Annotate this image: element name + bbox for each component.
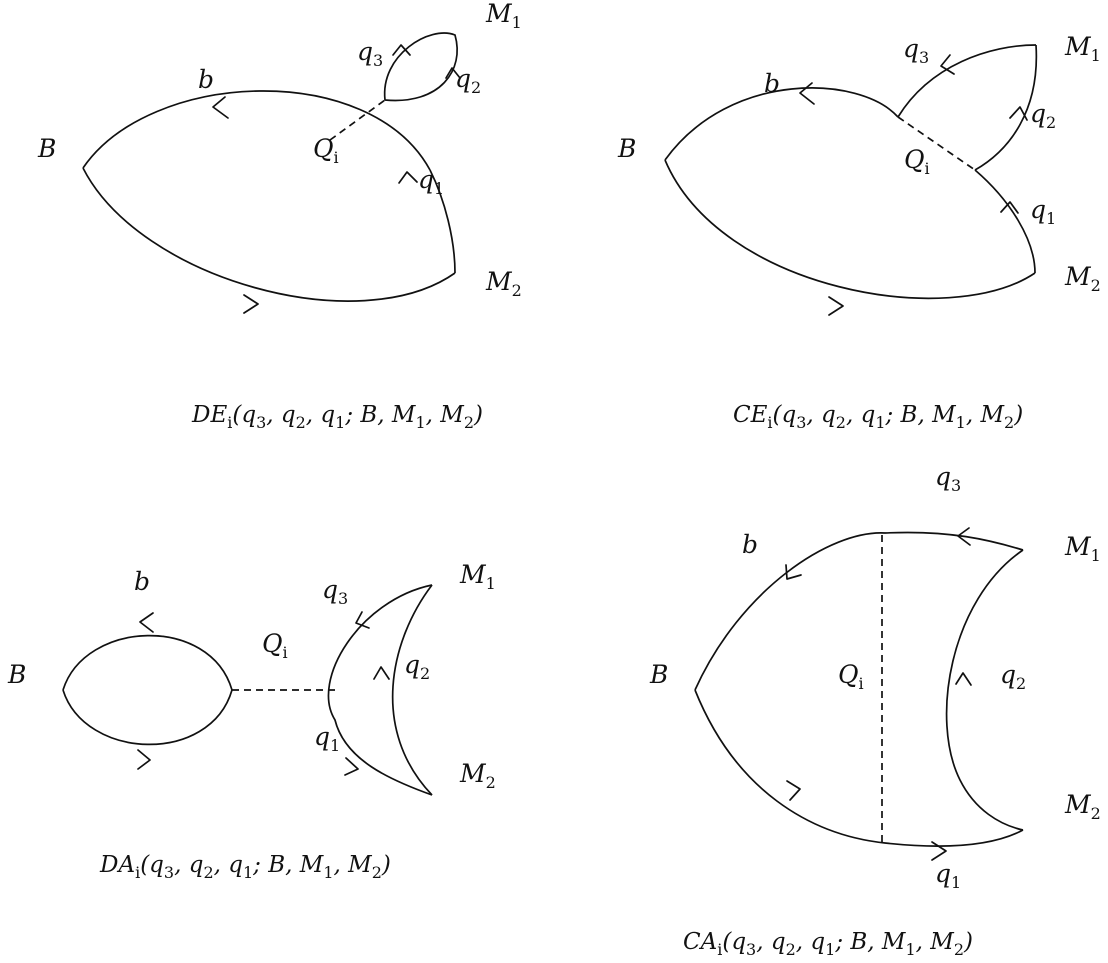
ca-label-q3: q3 — [935, 462, 961, 495]
ca-label-M1: M1 — [1064, 532, 1101, 565]
da-upper-b-line — [62, 634, 233, 691]
ca-label-Qi: Qi — [838, 660, 864, 693]
ce-b-arrow — [799, 82, 815, 105]
panel-ce: B b q3 M1 q2 Qi q1 M2 CEi(q3, q2, q1; B,… — [617, 32, 1101, 432]
de-label-B: B — [37, 134, 56, 163]
ca-label-b: b — [742, 530, 758, 559]
da-lower-arrow — [137, 749, 151, 770]
ce-q1-arrow — [1000, 201, 1019, 214]
de-label-b: b — [198, 65, 214, 94]
ce-label-b: b — [764, 69, 780, 98]
ce-label-Qi: Qi — [904, 145, 930, 178]
ce-label-M1: M1 — [1064, 32, 1101, 65]
ce-label-M2: M2 — [1064, 262, 1101, 295]
ce-q3-line — [897, 44, 1037, 118]
de-q1-arrow — [398, 171, 418, 184]
de-label-Qi: Qi — [313, 134, 339, 167]
ce-qi-dashed-line — [897, 116, 976, 171]
ca-caption: CAi(q3, q2, q1; B, M1, M2) — [683, 929, 973, 959]
de-label-q3: q3 — [357, 37, 383, 70]
ce-lower-line — [664, 159, 1036, 300]
ce-lower-arrow — [828, 296, 844, 316]
da-label-Qi: Qi — [262, 629, 288, 662]
de-right-q1-line — [429, 169, 456, 274]
da-q1-arrow — [344, 757, 359, 776]
de-b-arrow — [212, 96, 229, 119]
de-q2-arrow — [445, 67, 461, 79]
ce-label-q1: q1 — [1030, 195, 1056, 228]
panel-de: B b q3 q2 M1 Qi q1 M2 DEi(q3, q2, q1; B,… — [37, 0, 522, 432]
ce-q2-line — [974, 44, 1038, 171]
de-qi-dashed-line — [329, 99, 386, 141]
da-label-q2: q2 — [404, 650, 430, 683]
de-small-loop — [383, 32, 458, 102]
de-q3-arrow — [392, 44, 411, 56]
de-upper-b-line — [82, 90, 431, 171]
ca-label-q2: q2 — [1000, 660, 1026, 693]
de-lower-arrow — [243, 294, 259, 314]
da-q3-arrow — [355, 611, 370, 629]
ce-label-q2: q2 — [1030, 99, 1056, 132]
ca-b-arrow — [785, 564, 802, 580]
ca-label-q1: q1 — [935, 859, 961, 892]
da-outer-crescent — [327, 584, 433, 796]
de-caption: DEi(q3, q2, q1; B, M1, M2) — [191, 402, 483, 432]
da-inner-crescent — [391, 584, 433, 796]
da-q2-arrow — [373, 666, 390, 680]
de-label-M1: M1 — [485, 0, 522, 32]
ce-caption: CEi(q3, q2, q1; B, M1, M2) — [733, 402, 1023, 432]
de-label-M2: M2 — [485, 267, 522, 300]
de-label-q2: q2 — [455, 64, 481, 97]
ca-q1-arrow — [931, 841, 947, 861]
da-b-arrow — [139, 612, 154, 633]
ce-q3-arrow — [940, 54, 955, 75]
panel-da: B b Qi q3 q2 q1 M1 M2 DAi(q3, q2, q1; B,… — [7, 560, 496, 882]
de-label-q1: q1 — [418, 165, 444, 198]
ce-label-B: B — [617, 134, 636, 163]
panel-ca: q3 b M1 B Qi q2 M2 q1 CAi(q3, q2, q1; B,… — [649, 462, 1101, 959]
de-lower-line — [82, 167, 456, 302]
da-label-q3: q3 — [322, 575, 348, 608]
da-label-b: b — [134, 567, 150, 596]
da-label-M1: M1 — [459, 560, 496, 593]
ce-q2-arrow — [1009, 106, 1028, 121]
ca-lower-arrow — [786, 780, 801, 801]
ce-label-q3: q3 — [903, 34, 929, 67]
ca-upper-line — [694, 531, 1024, 691]
ce-upper-b-line — [664, 87, 899, 161]
da-label-B: B — [7, 660, 26, 689]
da-label-q1: q1 — [314, 722, 340, 755]
ca-label-B: B — [649, 660, 668, 689]
da-caption: DAi(q3, q2, q1; B, M1, M2) — [99, 852, 391, 882]
da-label-M2: M2 — [459, 759, 496, 792]
ca-q2-arrow — [955, 672, 972, 686]
ca-lower-line — [694, 689, 1024, 847]
ca-q3-arrow — [957, 527, 971, 546]
da-lower-line — [62, 689, 233, 746]
ca-inner-crescent — [945, 549, 1024, 831]
ce-q1-line — [974, 169, 1036, 274]
ca-label-M2: M2 — [1064, 790, 1101, 823]
